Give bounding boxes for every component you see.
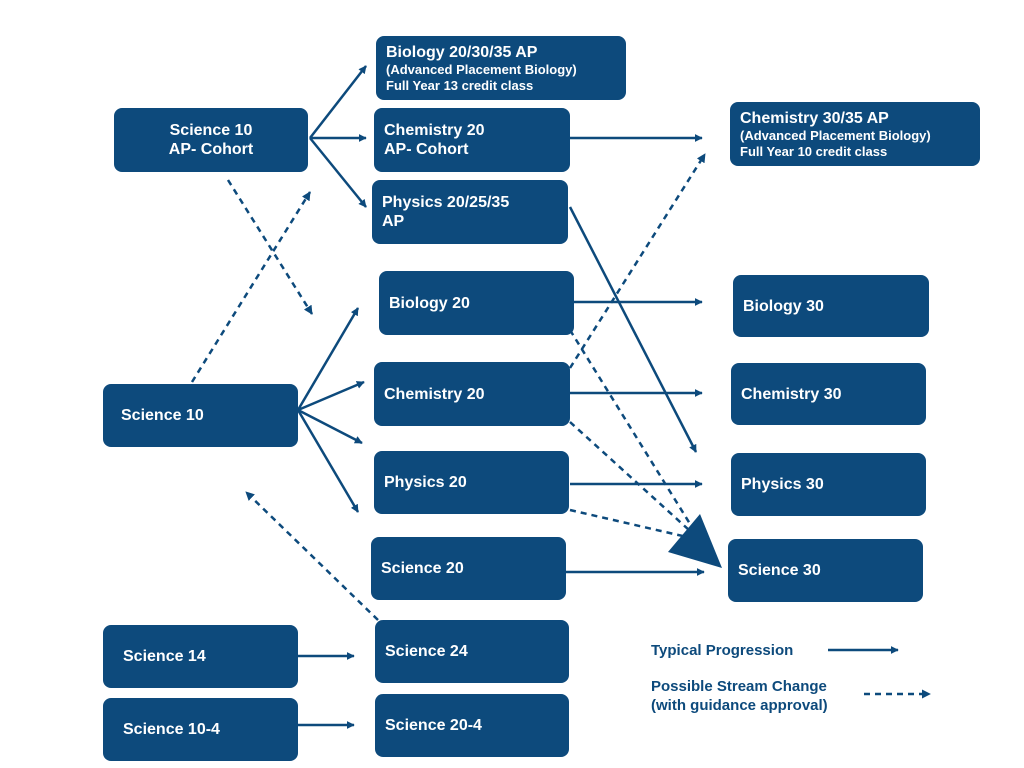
dashed-sci10-to-sci10ap xyxy=(190,191,312,383)
box-science-30: Science 30 xyxy=(728,539,923,602)
box-physics-30: Physics 30 xyxy=(731,453,926,516)
box-science-10-4-label: Science 10-4 xyxy=(123,721,220,738)
dashed-chem20-to-sci30 xyxy=(569,421,701,541)
dashed-chem20-to-chem-ap xyxy=(568,153,707,369)
box-physics-30-label: Physics 30 xyxy=(741,476,824,493)
box-biology-30-label: Biology 30 xyxy=(743,297,824,315)
box-science-10-ap-cohort: Science 10 AP- Cohort xyxy=(114,108,308,172)
box-science-10: Science 10 xyxy=(103,384,298,447)
legend-possible-line1: Possible Stream Change xyxy=(651,678,827,695)
box-science-24: Science 24 xyxy=(375,620,569,683)
box-science-30-label: Science 30 xyxy=(738,562,821,579)
box-science-10-4: Science 10-4 xyxy=(103,698,298,761)
box-biology-ap-line1: Biology 20/30/35 AP xyxy=(386,43,538,61)
box-science-10-label: Science 10 xyxy=(121,407,204,424)
arrow-sci10-to-bio20 xyxy=(296,307,360,411)
dashed-bio20-to-sci30 xyxy=(568,329,702,541)
box-chemistry-ap-line1: Chemistry 30/35 AP xyxy=(740,109,889,127)
box-chemistry-ap-line2: (Advanced Placement Biology) xyxy=(740,127,931,143)
arrow-sci10ap-to-phys-ap xyxy=(309,137,367,208)
box-science-20-4: Science 20-4 xyxy=(375,694,569,757)
arrow-sci10-to-chem20 xyxy=(297,380,365,412)
dashed-sci24-to-sci10 xyxy=(245,491,379,621)
box-biology-30: Biology 30 xyxy=(733,275,929,337)
box-biology-ap-line3: Full Year 13 credit class xyxy=(386,77,534,93)
box-science-24-label: Science 24 xyxy=(385,643,468,660)
box-biology-20: Biology 20 xyxy=(379,271,574,335)
box-science-10-ap-line1: Science 10 xyxy=(169,122,253,139)
box-chemistry-20-ap-line2: AP- Cohort xyxy=(384,141,469,158)
box-chemistry-ap: Chemistry 30/35 AP (Advanced Placement B… xyxy=(730,102,980,166)
arrow-sci10-to-sci20 xyxy=(296,409,360,513)
box-chemistry-20-ap-cohort: Chemistry 20 AP- Cohort xyxy=(374,108,570,172)
box-science-10-ap-line2: AP- Cohort xyxy=(168,141,254,158)
box-chemistry-20-ap-line1: Chemistry 20 xyxy=(384,122,485,139)
legend-possible-line2: (with guidance approval) xyxy=(651,697,828,714)
legend-possible-stream-change: Possible Stream Change (with guidance ap… xyxy=(651,677,828,715)
box-science-14: Science 14 xyxy=(103,625,298,688)
box-chemistry-20-label: Chemistry 20 xyxy=(384,385,485,403)
box-physics-ap-line2: AP xyxy=(382,213,405,230)
box-biology-ap-line2: (Advanced Placement Biology) xyxy=(386,61,577,77)
box-chemistry-20: Chemistry 20 xyxy=(374,362,570,426)
arrow-sci10-to-phys20 xyxy=(297,408,363,445)
box-chemistry-30: Chemistry 30 xyxy=(731,363,926,425)
box-biology-ap: Biology 20/30/35 AP (Advanced Placement … xyxy=(376,36,626,100)
dashed-phys20-to-sci30 xyxy=(569,508,701,542)
large-arrowhead xyxy=(668,514,722,568)
legend-typical-label: Typical Progression xyxy=(651,642,794,659)
dashed-sci10ap-to-sci10 xyxy=(226,179,314,315)
box-physics-ap: Physics 20/25/35 AP xyxy=(372,180,568,244)
box-science-20: Science 20 xyxy=(371,537,566,600)
box-biology-20-label: Biology 20 xyxy=(389,294,470,312)
box-chemistry-ap-line3: Full Year 10 credit class xyxy=(740,143,888,159)
box-physics-ap-line1: Physics 20/25/35 xyxy=(382,194,510,211)
arrow-sci10ap-to-bio-ap xyxy=(309,65,367,139)
box-chemistry-30-label: Chemistry 30 xyxy=(741,385,842,403)
box-science-20-4-label: Science 20-4 xyxy=(385,717,482,734)
box-science-20-label: Science 20 xyxy=(381,560,464,577)
box-physics-20-label: Physics 20 xyxy=(384,474,467,491)
box-physics-20: Physics 20 xyxy=(374,451,569,514)
legend-typical-progression: Typical Progression xyxy=(651,641,793,660)
arrow-phys-ap-to-phys30 xyxy=(568,206,698,453)
box-science-14-label: Science 14 xyxy=(123,648,206,665)
